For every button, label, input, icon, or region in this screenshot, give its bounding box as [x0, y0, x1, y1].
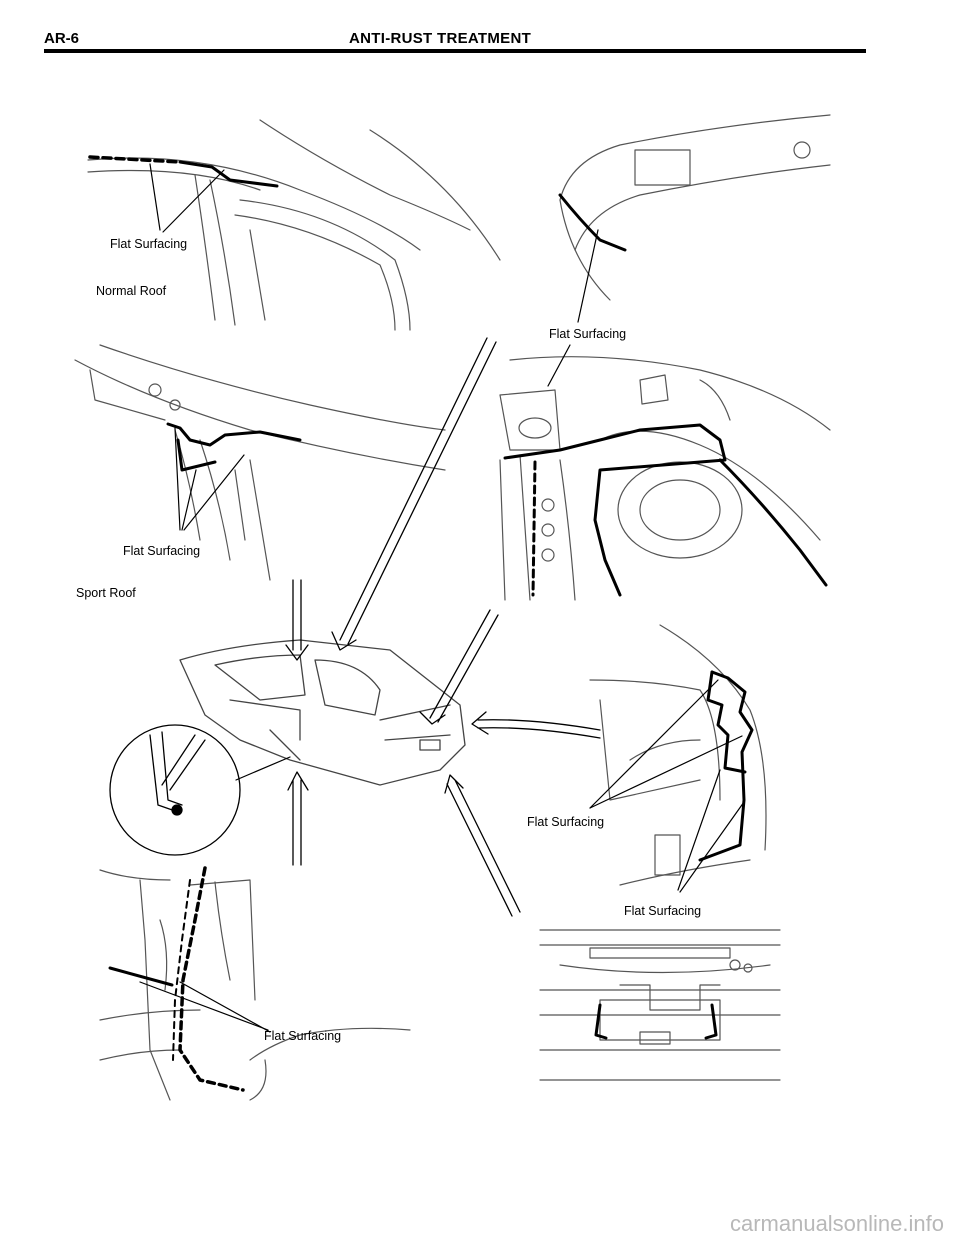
normal-roof-illustration	[87, 119, 501, 331]
sport-roof-illustration	[74, 344, 446, 581]
quarter-leader-1	[589, 679, 719, 809]
sport-roof-sealer-line-2	[176, 438, 217, 472]
label-normal-roof: Normal Roof	[96, 284, 167, 298]
quarter-leader-2	[589, 735, 743, 809]
rocker-dashed-line-2	[172, 879, 191, 1061]
page-number: AR-6	[44, 30, 80, 47]
trunk-dashed-line	[531, 460, 537, 597]
normal-roof-leader-1	[149, 163, 161, 231]
quarter-leader-4	[679, 801, 745, 893]
trunk-sealer-line-upper	[558, 193, 627, 252]
label-flat-surfacing-sport-roof: Flat Surfacing	[123, 544, 201, 558]
sport-roof-leader-1	[174, 427, 181, 531]
quarter-sealer-line-2	[706, 670, 747, 774]
sport-roof-leader-3	[183, 454, 245, 531]
label-flat-surfacing-rocker: Flat Surfacing	[264, 1029, 342, 1043]
label-flat-surfacing-normal-roof: Flat Surfacing	[110, 237, 188, 251]
label-flat-surfacing-quarter-2: Flat Surfacing	[624, 904, 702, 918]
page-title: ANTI-RUST TREATMENT	[349, 30, 532, 47]
rear-panel-sealer-right	[704, 1003, 718, 1040]
rocker-leader-2	[179, 981, 271, 1033]
normal-roof-leader-2	[162, 169, 225, 233]
rocker-sealer-line	[108, 966, 174, 987]
watermark: carmanualsonline.info	[729, 1211, 944, 1236]
label-flat-surfacing-trunk: Flat Surfacing	[549, 327, 627, 341]
quarter-sealer-line	[698, 670, 754, 862]
rear-panel-sealer-left	[594, 1003, 608, 1040]
page-header: AR-6 ANTI-RUST TREATMENT	[0, 0, 960, 60]
detail-inset-circle	[109, 724, 291, 856]
quarter-leader-3	[677, 769, 721, 891]
normal-roof-dashed-line	[88, 155, 182, 164]
rear-panel-illustration	[539, 929, 781, 1081]
label-sport-roof: Sport Roof	[76, 586, 136, 600]
label-flat-surfacing-quarter-1: Flat Surfacing	[527, 815, 605, 829]
trunk-sealer-line-main	[503, 423, 727, 597]
quarter-panel-illustration	[589, 624, 767, 886]
trunk-sealer-line-right	[718, 458, 828, 587]
sport-roof-leader-2	[181, 469, 197, 531]
trunk-leader-2	[547, 344, 571, 387]
sport-roof-sealer-line	[166, 422, 302, 447]
rocker-leader-1	[139, 981, 269, 1031]
header-rule	[44, 49, 866, 53]
rocker-dashed-line	[178, 866, 245, 1092]
trunk-leader-1	[577, 229, 599, 323]
callout-arrows	[285, 337, 601, 917]
car-body-illustration	[179, 639, 466, 786]
